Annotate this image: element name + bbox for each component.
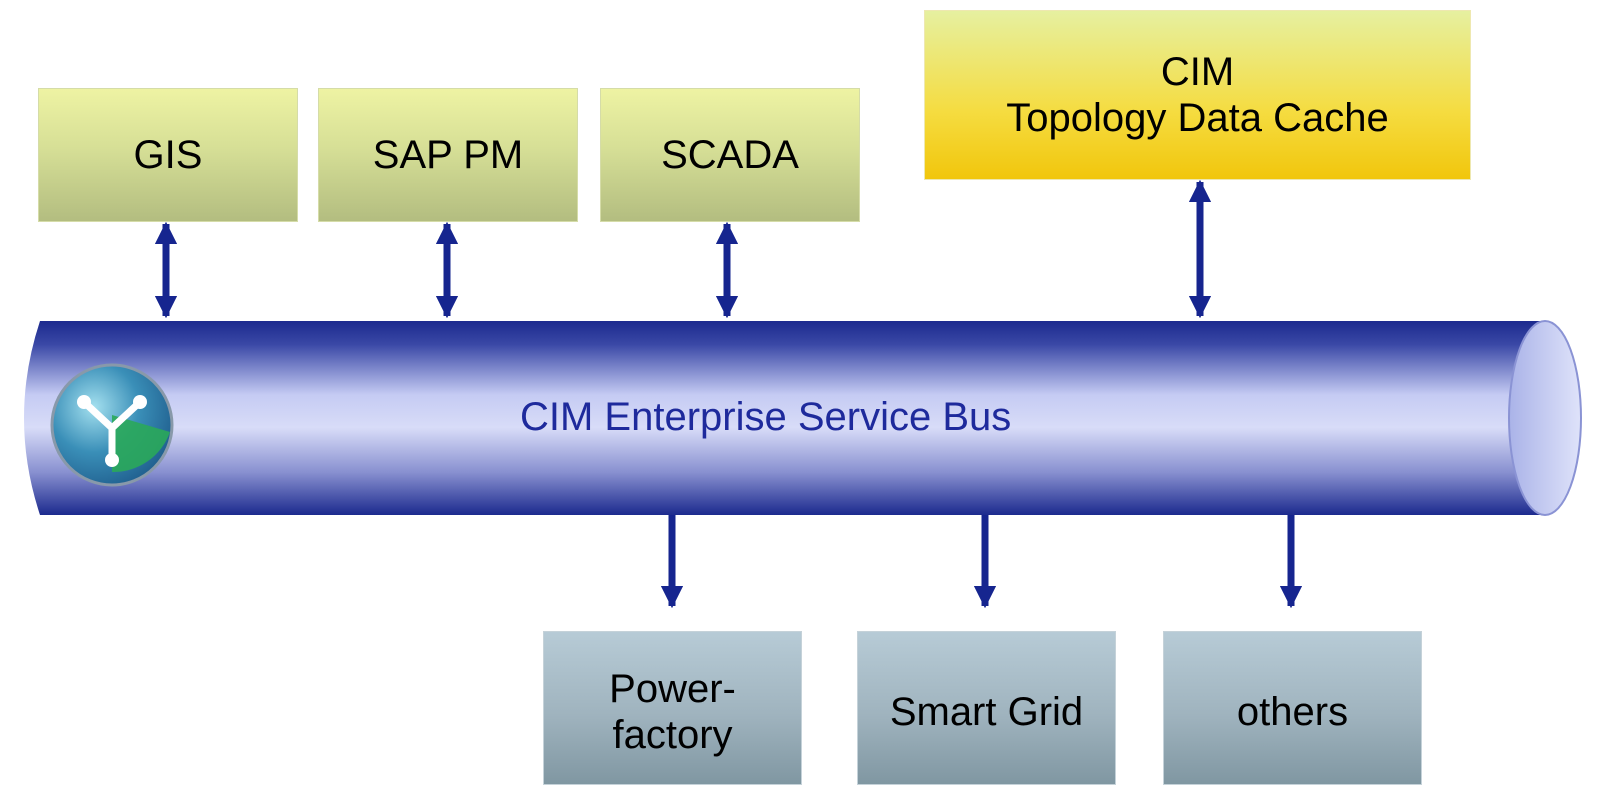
sap-pm-box: SAP PM (318, 88, 578, 222)
scada-label: SCADA (661, 133, 799, 177)
others-box: others (1163, 631, 1422, 785)
others-label: others (1236, 690, 1349, 734)
gis-label: GIS (133, 133, 203, 177)
powerfactory-label-line2: factory (612, 713, 733, 757)
cache-title-line2: Topology Data Cache (1006, 96, 1389, 140)
cache-title-line1: CIM (1160, 50, 1235, 94)
smart-grid-label: Smart Grid (889, 690, 1084, 734)
cim-logo-icon (50, 363, 174, 487)
gis-box: GIS (38, 88, 298, 222)
powerfactory-box: Power- factory (543, 631, 802, 785)
scada-box: SCADA (600, 88, 860, 222)
sap-pm-label: SAP PM (372, 133, 524, 177)
topology-data-cache-box: CIM Topology Data Cache (924, 10, 1471, 180)
bus-label: CIM Enterprise Service Bus (520, 395, 1012, 439)
smart-grid-box: Smart Grid (857, 631, 1116, 785)
powerfactory-label-line1: Power- (609, 667, 736, 711)
service-bus (24, 320, 1582, 516)
